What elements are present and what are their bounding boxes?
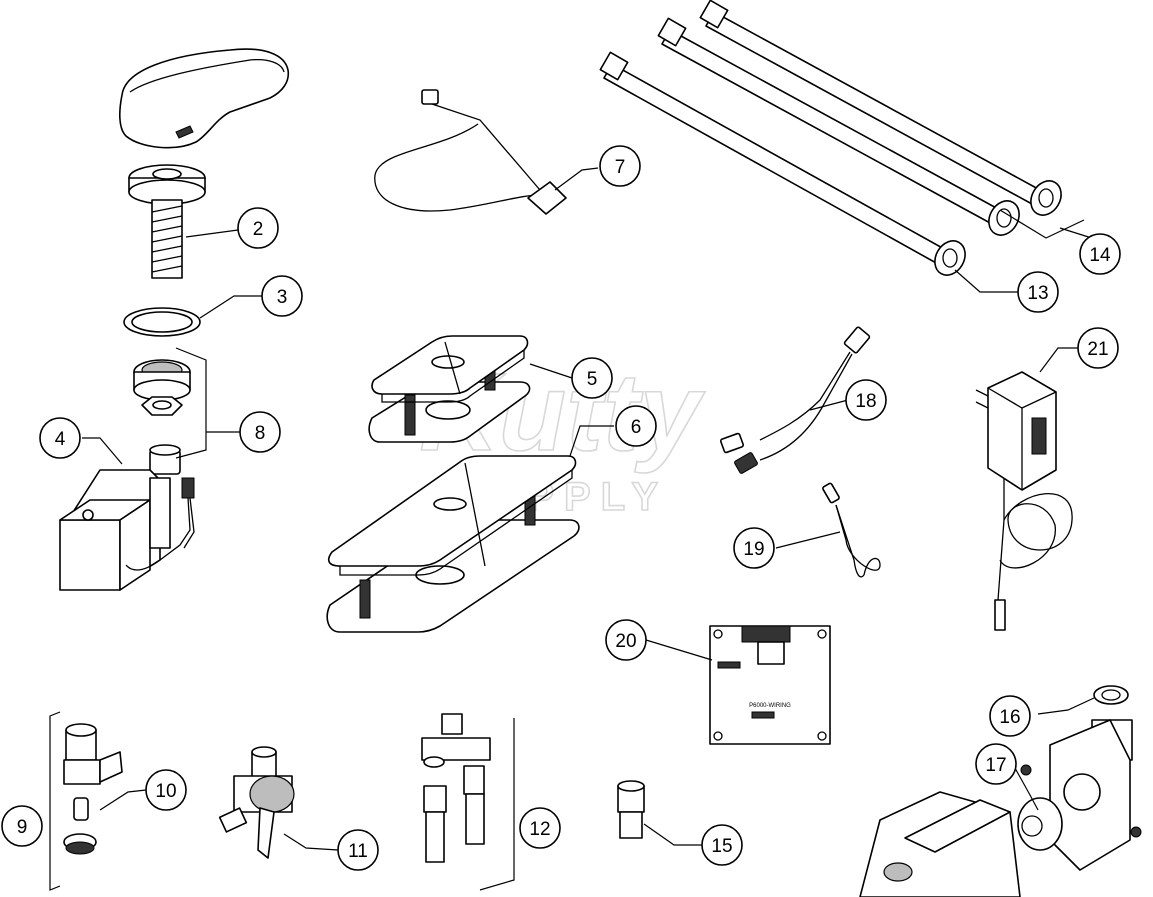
- callout-8: 8: [239, 411, 281, 453]
- callout-18: 18: [845, 379, 887, 421]
- callout-10: 10: [145, 769, 187, 811]
- callout-13: 13: [1017, 271, 1059, 313]
- callout-21: 21: [1077, 327, 1119, 369]
- shank-part: [128, 164, 206, 279]
- callout-5: 5: [571, 357, 613, 399]
- tee-fittings-part: [421, 713, 491, 863]
- callout-9: 9: [1, 805, 43, 847]
- callout-11: 11: [337, 829, 379, 871]
- callout-label: 16: [999, 707, 1020, 728]
- callout-15: 15: [701, 824, 743, 866]
- callouts: 2 3 4 5 6 7 8 9 10 11 12 13 14 15 16 17 …: [1, 145, 1121, 871]
- wiring-box-title: P6000-WIRING: [749, 703, 791, 709]
- angle-stop-part: [63, 723, 123, 855]
- callout-label: 20: [615, 631, 636, 652]
- callout-label: 3: [277, 287, 288, 308]
- callout-label: 14: [1089, 245, 1111, 266]
- wiring-box-part: P6000-WIRING: [709, 625, 831, 745]
- callout-label: 18: [855, 391, 876, 412]
- tee-stop-part: [218, 746, 295, 859]
- callout-label: 21: [1087, 339, 1108, 360]
- supply-hoses-part: [599, 0, 1062, 276]
- callout-label: 15: [711, 836, 732, 857]
- callout-label: 8: [255, 423, 266, 444]
- callout-label: 7: [615, 157, 626, 178]
- callout-3: 3: [261, 275, 303, 317]
- callout-label: 6: [631, 417, 642, 438]
- solenoid-valve-part: [59, 444, 195, 591]
- small-deck-plate-part: [368, 335, 531, 443]
- spout-cover-part: [119, 48, 290, 149]
- callout-label: 11: [348, 841, 368, 862]
- large-deck-plate-part: [326, 455, 580, 633]
- callout-17: 17: [975, 743, 1017, 785]
- callout-6: 6: [615, 405, 657, 447]
- callout-16: 16: [989, 695, 1031, 737]
- callout-label: 17: [985, 755, 1006, 776]
- gasket-part: [123, 307, 201, 337]
- valve-housing-part: [859, 685, 1142, 897]
- callout-7: 7: [599, 145, 641, 187]
- callout-label: 12: [529, 819, 550, 840]
- callout-label: 4: [55, 429, 66, 450]
- callout-2: 2: [237, 207, 279, 249]
- y-cable-part: [719, 326, 871, 474]
- pigtail-part: [822, 482, 881, 578]
- callout-14: 14: [1079, 233, 1121, 275]
- callout-label: 5: [587, 369, 598, 390]
- callout-label: 13: [1027, 283, 1048, 304]
- transformer-part: [975, 371, 1073, 631]
- callout-20: 20: [605, 619, 647, 661]
- callout-label: 19: [743, 539, 764, 560]
- sensor-cable-part: [374, 89, 567, 215]
- callout-4: 4: [39, 417, 81, 459]
- callout-label: 9: [17, 817, 28, 838]
- callout-label: 2: [253, 219, 264, 240]
- callout-19: 19: [733, 527, 775, 569]
- callout-label: 10: [155, 781, 176, 802]
- adapter-part: [617, 780, 645, 839]
- mounting-hardware-part: [133, 359, 191, 416]
- callout-12: 12: [519, 807, 561, 849]
- group-brackets: [49, 209, 1085, 891]
- leader-lines: [82, 167, 1099, 851]
